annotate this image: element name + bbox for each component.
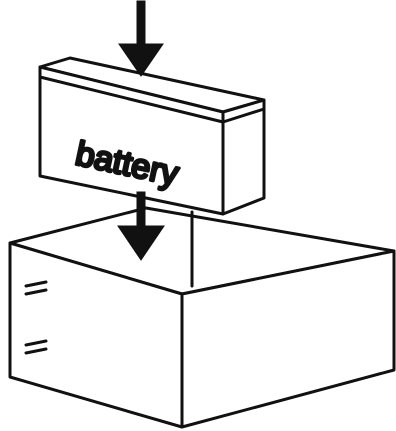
battery-side-face	[221, 98, 266, 216]
vent-slot-icon	[24, 280, 48, 355]
battery-top-lip	[38, 75, 266, 124]
down-arrow-icon	[117, 191, 165, 261]
device-box-side-face	[180, 249, 396, 429]
down-arrow-icon	[118, 0, 164, 77]
battery-icon: battery	[38, 56, 266, 288]
device-box-icon	[8, 206, 396, 429]
